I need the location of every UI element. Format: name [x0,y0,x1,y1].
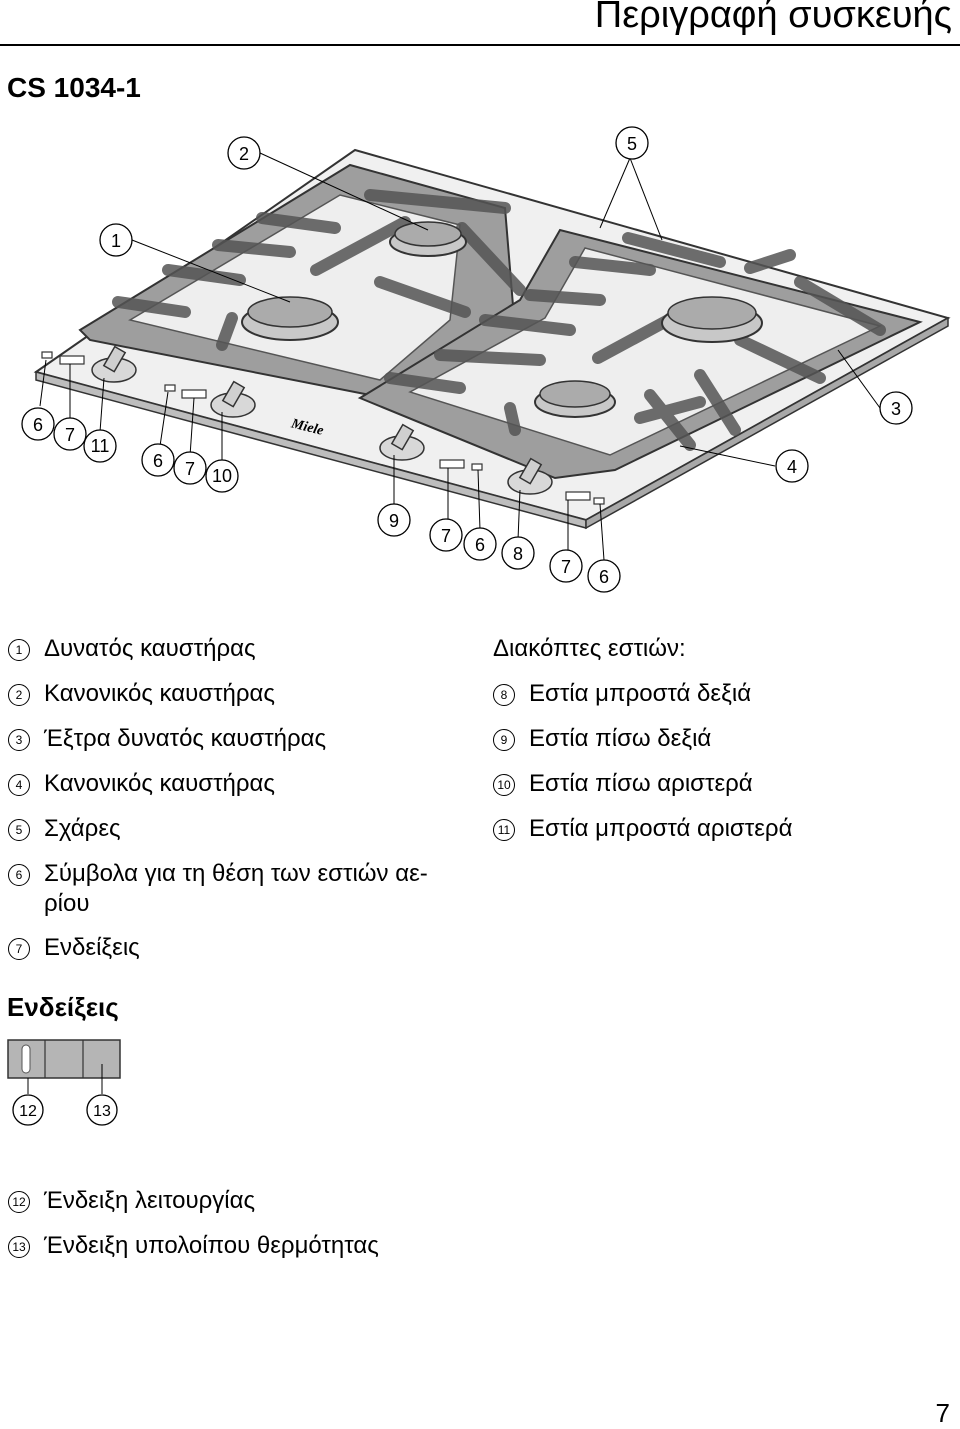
svg-text:8: 8 [513,544,523,564]
legend-text-continued: ρίου [44,890,90,917]
callout-11: 11 [83,429,117,463]
control-indicators [41,351,605,505]
callout-6-left: 6 [21,407,55,441]
legend-number: 13 [8,1236,30,1258]
legend-text: Εστία μπροστά αριστερά [529,815,793,842]
legend-text: Έξτρα δυνατός καυστήρας [44,725,327,752]
svg-text:7: 7 [441,526,451,546]
callout-6-mid-right: 6 [463,527,497,561]
legend-number: 11 [493,819,515,841]
callout-7-mid-left: 7 [173,451,207,485]
hob-right-edge [585,316,949,530]
svg-text:11: 11 [91,436,110,456]
svg-text:9: 9 [389,511,399,531]
legend-item-2: 2 Κανονικός καυστήρας [8,679,275,709]
legend-text: Εστία πίσω αριστερά [529,770,753,797]
burner-normal-rear [389,221,467,257]
knob-rear-right [379,423,425,461]
legend-item-9: 9 Εστία πίσω δεξιά [493,724,711,754]
legend-item-12: 12 Ένδειξη λειτουργίας [8,1186,255,1216]
legend-text: Κανονικός καυστήρας [44,770,275,797]
burner-strong [241,296,339,341]
legend-text: Ένδειξη υπολοίπου θερμότητας [44,1232,379,1259]
legend-number: 5 [8,819,30,841]
legend-item-3: 3 Έξτρα δυνατός καυστήρας [8,724,326,754]
legend-number: 10 [493,774,515,796]
knob-rear-left [210,380,256,418]
legend-text: Ένδειξη λειτουργίας [44,1187,256,1214]
svg-text:12: 12 [19,1103,37,1120]
callout-9: 9 [377,503,411,537]
page-header-title: Περιγραφή συσκευής [594,0,952,36]
svg-text:4: 4 [787,457,797,477]
callout-2: 2 [227,136,261,170]
legend-item-4: 4 Κανονικός καυστήρας [8,769,275,799]
legend-item-7: 7 Ενδείξεις [8,933,140,963]
burner-normal-front [534,380,616,418]
svg-text:6: 6 [475,535,485,555]
svg-text:1: 1 [111,231,121,251]
legend-number: 12 [8,1191,30,1213]
legend-text: Σχάρες [44,815,121,842]
callout-7-right: 7 [549,549,583,583]
callout-7-mid-right: 7 [429,518,463,552]
callout-4: 4 [775,449,809,483]
legend-text: Ενδείξεις [44,934,140,961]
svg-text:6: 6 [153,451,163,471]
page-number: 7 [935,1398,950,1428]
indicators-heading: Ενδείξεις [7,992,119,1022]
svg-text:10: 10 [212,466,232,486]
svg-text:3: 3 [891,399,901,419]
svg-text:7: 7 [65,425,75,445]
callout-12: 12 [12,1094,44,1126]
callout-7-left: 7 [53,417,87,451]
knob-front-left [91,345,137,383]
legend-number: 9 [493,729,515,751]
svg-text:13: 13 [93,1103,111,1120]
legend-text: Εστία πίσω δεξιά [529,725,712,752]
legend-text: Κανονικός καυστήρας [44,680,275,707]
legend-item-11: 11 Εστία μπροστά αριστερά [493,814,792,844]
legend-number: 8 [493,684,515,706]
svg-text:5: 5 [627,134,637,154]
grate-bars [112,189,886,451]
svg-text:7: 7 [561,557,571,577]
callout-5: 5 [615,126,649,160]
legend-number: 1 [8,639,30,661]
legend-item-10: 10 Εστία πίσω αριστερά [493,769,753,799]
callout-3: 3 [879,391,913,425]
legend-number: 4 [8,774,30,796]
legend-item-13: 13 Ένδειξη υπολοίπου θερμότητας [8,1231,379,1261]
legend-item-6: 6 Σύμβολα για τη θέση των εστιών αε- ρίο… [8,859,428,919]
svg-text:7: 7 [185,459,195,479]
legend-text: Δυνατός καυστήρας [44,635,256,662]
callout-13: 13 [86,1094,118,1126]
callout-6-right: 6 [587,559,621,593]
legend-item-1: 1 Δυνατός καυστήρας [8,634,256,664]
legend-item-8: 8 Εστία μπροστά δεξιά [493,679,751,709]
callout-8: 8 [501,536,535,570]
svg-text:6: 6 [33,415,43,435]
legend-number: 3 [8,729,30,751]
header-divider [0,44,960,46]
switches-heading-text: Διακόπτες εστιών: [493,635,686,662]
callout-1: 1 [99,223,133,257]
legend-number: 7 [8,938,30,960]
callout-leaders [39,152,881,561]
legend-text: Σύμβολα για τη θέση των εστιών αε- [44,860,428,887]
legend-text: Εστία μπροστά δεξιά [529,680,752,707]
model-title: CS 1034-1 [7,72,141,103]
callout-6-mid-left: 6 [141,443,175,477]
burner-extra-strong [661,296,763,343]
indicator-panel-illustration: 12 13 [7,1039,121,1126]
hob-illustration: Miele 1 2 5 3 4 [21,126,951,593]
svg-text:6: 6 [599,567,609,587]
callout-10: 10 [205,459,239,493]
svg-text:2: 2 [239,144,249,164]
legend-number: 6 [8,864,30,886]
switches-heading: Διακόπτες εστιών: [493,634,686,664]
legend-item-5: 5 Σχάρες [8,814,121,844]
knob-front-right [507,457,553,495]
legend-number: 2 [8,684,30,706]
